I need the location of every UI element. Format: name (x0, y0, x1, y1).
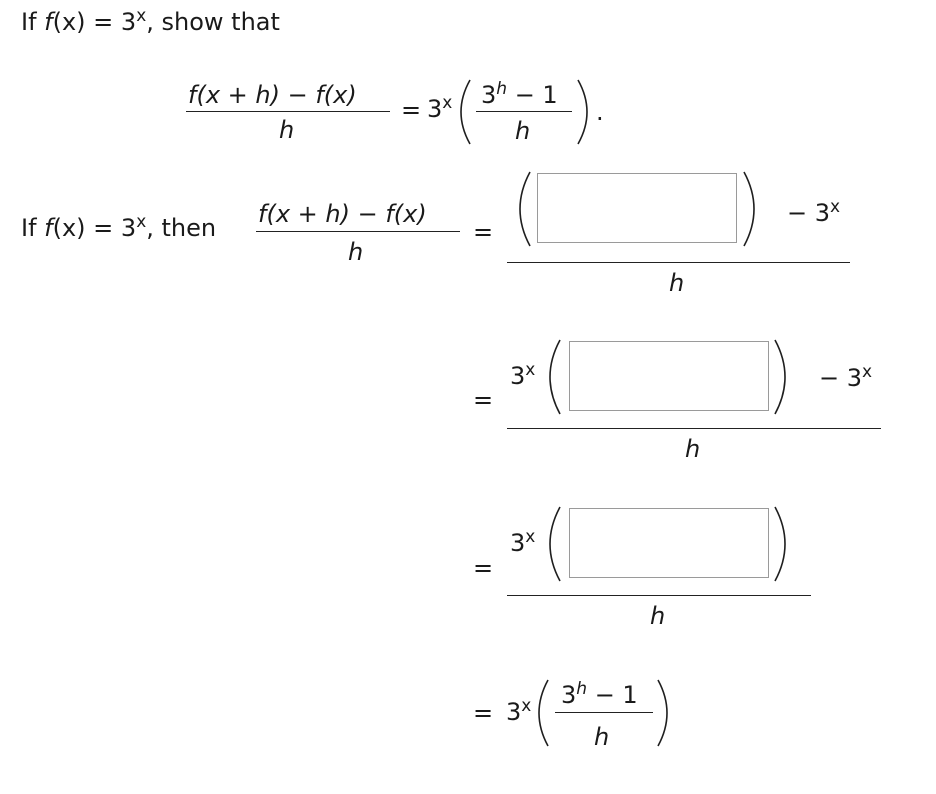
step1-lhs-fraction-bar (256, 231, 460, 232)
step2-answer-input[interactable] (569, 341, 769, 411)
show-numerator: f(x + h) − f(x) (188, 81, 357, 109)
show-coefficient: 3x (427, 93, 453, 123)
show-equals: = (401, 96, 422, 124)
show-right-paren (577, 79, 588, 145)
step3-right-paren (774, 506, 786, 582)
step1-fraction-bar (507, 262, 850, 263)
intro-prefix: If (21, 8, 45, 36)
show-period: . (596, 98, 604, 126)
show-denominator: h (279, 116, 295, 144)
step2-denominator: h (685, 435, 701, 463)
step1-minus-term: − 3x (787, 197, 841, 227)
step4-equals: = (473, 699, 494, 727)
step2-minus-term: − 3x (819, 362, 873, 392)
step3-equals: = (473, 554, 494, 582)
step4-inner-numerator: 3h − 1 (561, 679, 638, 709)
step4-inner-denominator: h (594, 723, 610, 751)
step1-left-paren (519, 171, 531, 247)
step1-lhs-denominator: h (348, 238, 364, 266)
step3-answer-input[interactable] (569, 508, 769, 578)
step4-coefficient: 3x (506, 696, 532, 726)
step2-right-paren (774, 339, 786, 415)
step4-left-paren (538, 679, 549, 747)
intro-eq: = 3 (85, 8, 137, 36)
step4-inner-fraction-bar (555, 712, 653, 713)
intro-arg: (x) (52, 8, 86, 36)
step1-answer-input[interactable] (537, 173, 737, 243)
problem-intro: If f(x) = 3x, show that (21, 8, 280, 36)
intro-function: f (44, 8, 53, 36)
show-inner-numerator: 3h − 1 (481, 79, 558, 109)
intro-exponent: x (136, 6, 147, 26)
step3-coefficient: 3x (510, 527, 536, 557)
step1-lhs-numerator: f(x + h) − f(x) (258, 200, 427, 228)
step1-right-paren (743, 171, 755, 247)
step2-coefficient: 3x (510, 360, 536, 390)
intro-suffix: , show that (146, 8, 280, 36)
step4-right-paren (657, 679, 668, 747)
step2-fraction-bar (507, 428, 881, 429)
step3-fraction-bar (507, 595, 811, 596)
step1-denominator: h (669, 269, 685, 297)
step1-equals: = (473, 218, 494, 246)
step3-denominator: h (650, 602, 666, 630)
show-inner-denominator: h (515, 117, 531, 145)
step2-left-paren (549, 339, 561, 415)
step2-equals: = (473, 386, 494, 414)
show-left-paren (460, 79, 471, 145)
step1-lead: If f(x) = 3x, then (21, 212, 217, 242)
step3-left-paren (549, 506, 561, 582)
show-inner-fraction-bar (476, 111, 572, 112)
show-fraction-bar (186, 111, 390, 112)
